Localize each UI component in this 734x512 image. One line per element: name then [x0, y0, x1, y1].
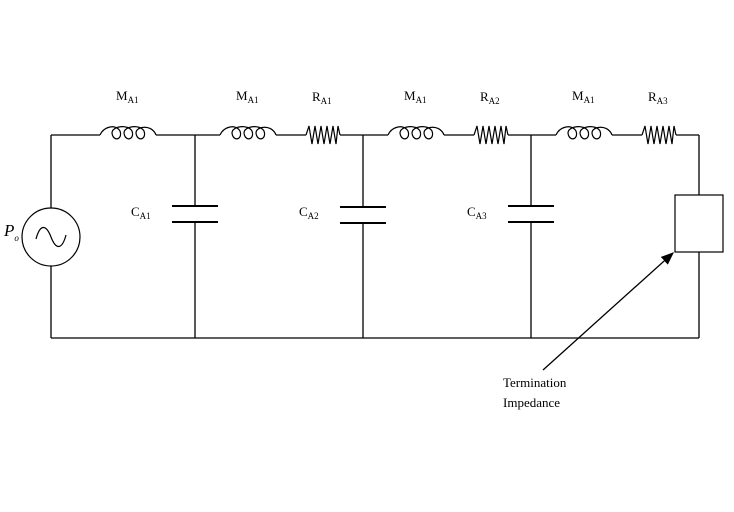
- termination-label-line2: Impedance: [503, 395, 560, 410]
- inductor-label: MA1: [572, 88, 595, 105]
- inductor-label: MA1: [236, 88, 259, 105]
- resistor-zigzag-icon: [305, 125, 341, 145]
- source-circle: [21, 207, 81, 267]
- resistor-label: RA1: [312, 89, 332, 106]
- inductor-4: MA1: [555, 88, 613, 140]
- capacitor-label: CA2: [299, 204, 319, 221]
- capacitor-2: CA2: [299, 204, 386, 224]
- resistor-1: RA1: [305, 89, 341, 145]
- termination-box: [674, 194, 724, 253]
- capacitor-label: CA1: [131, 204, 151, 221]
- termination-label-line1: Termination: [503, 375, 567, 390]
- sine-wave-icon: [35, 226, 67, 248]
- inductor-coil-icon: [219, 126, 277, 140]
- inductor-coil-icon: [555, 126, 613, 140]
- arrow-icon: [542, 252, 674, 371]
- resistor-label: RA3: [648, 89, 668, 106]
- resistor-zigzag-icon: [473, 125, 509, 145]
- inductor-2: MA1: [219, 88, 277, 140]
- capacitor-3: CA3: [467, 204, 554, 223]
- resistor-zigzag-icon: [641, 125, 677, 145]
- inductor-3: MA1: [387, 88, 445, 140]
- voltage-source: Po: [3, 207, 81, 267]
- inductor-label: MA1: [404, 88, 427, 105]
- wires: [50, 134, 700, 339]
- resistor-3: RA3: [641, 89, 677, 145]
- resistor-label: RA2: [480, 89, 500, 106]
- inductor-1: MA1: [99, 88, 157, 140]
- inductor-coil-icon: [99, 126, 157, 140]
- capacitor-1: CA1: [131, 204, 218, 223]
- source-label: Po: [3, 221, 19, 243]
- resistor-2: RA2: [473, 89, 509, 145]
- termination-impedance: Termination Impedance: [503, 194, 724, 410]
- inductor-label: MA1: [116, 88, 139, 105]
- capacitor-label: CA3: [467, 204, 487, 221]
- inductor-coil-icon: [387, 126, 445, 140]
